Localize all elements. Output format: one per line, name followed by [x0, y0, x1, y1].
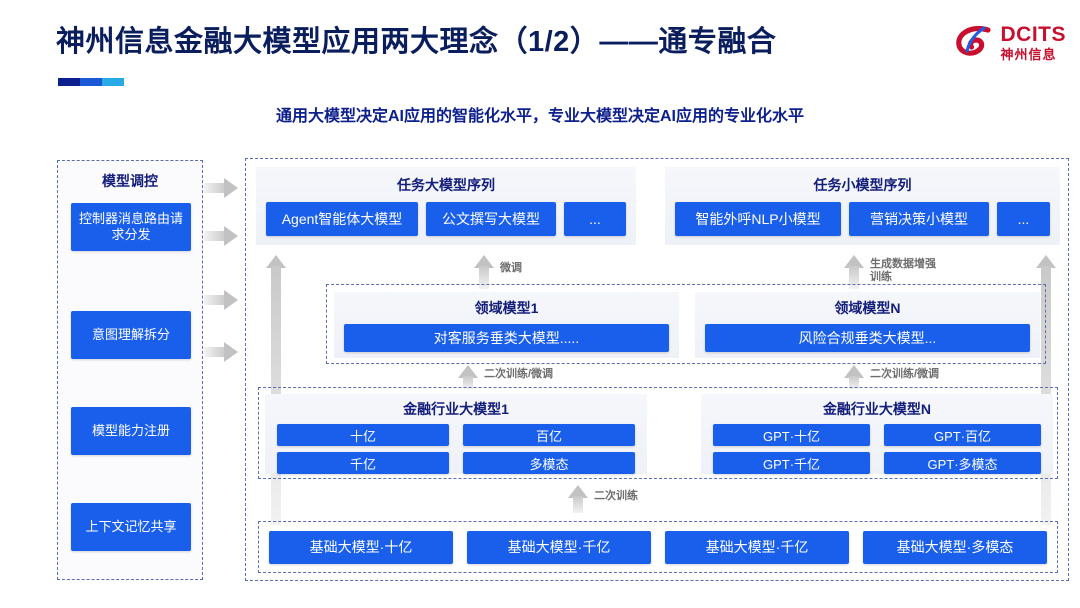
flow-arrow-right-1 [204, 178, 238, 198]
task-small-model-title: 任务小模型序列 [813, 177, 912, 193]
industry-model-1-item-1[interactable]: 十亿 [277, 424, 449, 446]
industry-model-1-item-4[interactable]: 多模态 [463, 452, 635, 474]
domain-model-group-n: 领域模型N 风险合规垂类大模型... [695, 292, 1040, 358]
flow-arrow-up-finetune [474, 255, 494, 289]
sidebar-model-control: 模型调控 控制器消息路由请求分发 意图理解拆分 模型能力注册 上下文记忆共享 [57, 160, 203, 580]
task-small-model-group: 任务小模型序列 智能外呼NLP小模型 营销决策小模型 ... [665, 167, 1060, 245]
sidebar-title: 模型调控 [102, 173, 158, 189]
task-large-model-group: 任务大模型序列 Agent智能体大模型 公文撰写大模型 ... [256, 167, 636, 245]
arrow-label-data-augmentation: 生成数据增强 训练 [870, 258, 936, 283]
industry-model-n-item-4[interactable]: GPT·多模态 [884, 452, 1041, 474]
task-small-model-item-2[interactable]: 营销决策小模型 [849, 202, 989, 236]
industry-model-n-item-1[interactable]: GPT·十亿 [713, 424, 870, 446]
sidebar-item-capability-registry[interactable]: 模型能力注册 [71, 407, 191, 455]
page-title: 神州信息金融大模型应用两大理念（1/2）——通专融合 [56, 26, 777, 58]
flow-arrow-right-4 [204, 342, 238, 362]
sidebar-item-intent-understanding[interactable]: 意图理解拆分 [71, 311, 191, 359]
industry-model-n-item-2[interactable]: GPT·百亿 [884, 424, 1041, 446]
flow-arrow-right-2 [204, 226, 238, 246]
industry-model-1-item-3[interactable]: 千亿 [277, 452, 449, 474]
domain-model-title-n: 领域模型N [834, 300, 901, 316]
industry-model-frame: 金融行业大模型1 十亿 百亿 千亿 多模态 金融行业大模型N GPT·十亿 GP… [258, 387, 1058, 479]
arrow-label-retrain-finetune-left: 二次训练/微调 [484, 368, 554, 380]
industry-model-title-n: 金融行业大模型N [822, 401, 932, 417]
logo-text-en: DCITS [1000, 22, 1066, 46]
sidebar-item-context-memory-sharing[interactable]: 上下文记忆共享 [71, 503, 191, 551]
industry-model-title-1: 金融行业大模型1 [403, 401, 509, 417]
rule-segment-navy [58, 78, 80, 86]
base-model-item-3[interactable]: 基础大模型·千亿 [665, 530, 849, 564]
flow-arrow-right-3 [204, 290, 238, 310]
task-small-model-item-1[interactable]: 智能外呼NLP小模型 [675, 202, 841, 236]
domain-model-title-1: 领域模型1 [474, 300, 539, 316]
industry-model-n-item-3[interactable]: GPT·千亿 [713, 452, 870, 474]
base-model-item-1[interactable]: 基础大模型·十亿 [269, 530, 453, 564]
base-model-frame: 基础大模型·十亿 基础大模型·千亿 基础大模型·千亿 基础大模型·多模态 [258, 521, 1058, 573]
domain-model-item-n[interactable]: 风险合规垂类大模型... [705, 324, 1030, 352]
arrow-label-retrain: 二次训练 [594, 490, 638, 502]
flow-arrow-up-data-aug [844, 255, 864, 289]
sidebar-item-controller-routing[interactable]: 控制器消息路由请求分发 [71, 203, 191, 251]
industry-model-group-n: 金融行业大模型N GPT·十亿 GPT·百亿 GPT·千亿 GPT·多模态 [701, 394, 1053, 474]
base-model-item-4[interactable]: 基础大模型·多模态 [863, 530, 1047, 564]
rule-segment-cyan [102, 78, 124, 86]
logo-swirl-icon [955, 22, 995, 62]
task-large-model-item-2[interactable]: 公文撰写大模型 [426, 202, 556, 236]
domain-model-group-1: 领域模型1 对客服务垂类大模型..... [334, 292, 679, 358]
task-large-model-item-3[interactable]: ... [564, 202, 626, 236]
title-underline-rule [58, 78, 124, 86]
base-model-item-2[interactable]: 基础大模型·千亿 [467, 530, 651, 564]
architecture-main-frame: 任务大模型序列 Agent智能体大模型 公文撰写大模型 ... 任务小模型序列 … [245, 158, 1069, 581]
flow-arrow-up-retrain-right [844, 365, 864, 389]
rule-segment-blue [80, 78, 102, 86]
industry-model-group-1: 金融行业大模型1 十亿 百亿 千亿 多模态 [265, 394, 647, 474]
dcits-logo: DCITS 神州信息 [955, 22, 1067, 62]
page-subtitle: 通用大模型决定AI应用的智能化水平，专业大模型决定AI应用的专业化水平 [275, 108, 804, 125]
domain-model-frame: 领域模型1 对客服务垂类大模型..... 领域模型N 风险合规垂类大模型... [326, 284, 1046, 364]
flow-arrow-up-retrain-left [458, 365, 478, 389]
domain-model-item-1[interactable]: 对客服务垂类大模型..... [344, 324, 669, 352]
task-large-model-title: 任务大模型序列 [397, 177, 495, 193]
task-large-model-item-1[interactable]: Agent智能体大模型 [266, 202, 418, 236]
task-small-model-item-3[interactable]: ... [997, 202, 1050, 236]
flow-arrow-up-retrain [568, 485, 588, 513]
industry-model-1-item-2[interactable]: 百亿 [463, 424, 635, 446]
arrow-label-retrain-finetune-right: 二次训练/微调 [870, 368, 940, 380]
arrow-label-finetune: 微调 [500, 262, 522, 274]
logo-text-cn: 神州信息 [1000, 46, 1057, 62]
